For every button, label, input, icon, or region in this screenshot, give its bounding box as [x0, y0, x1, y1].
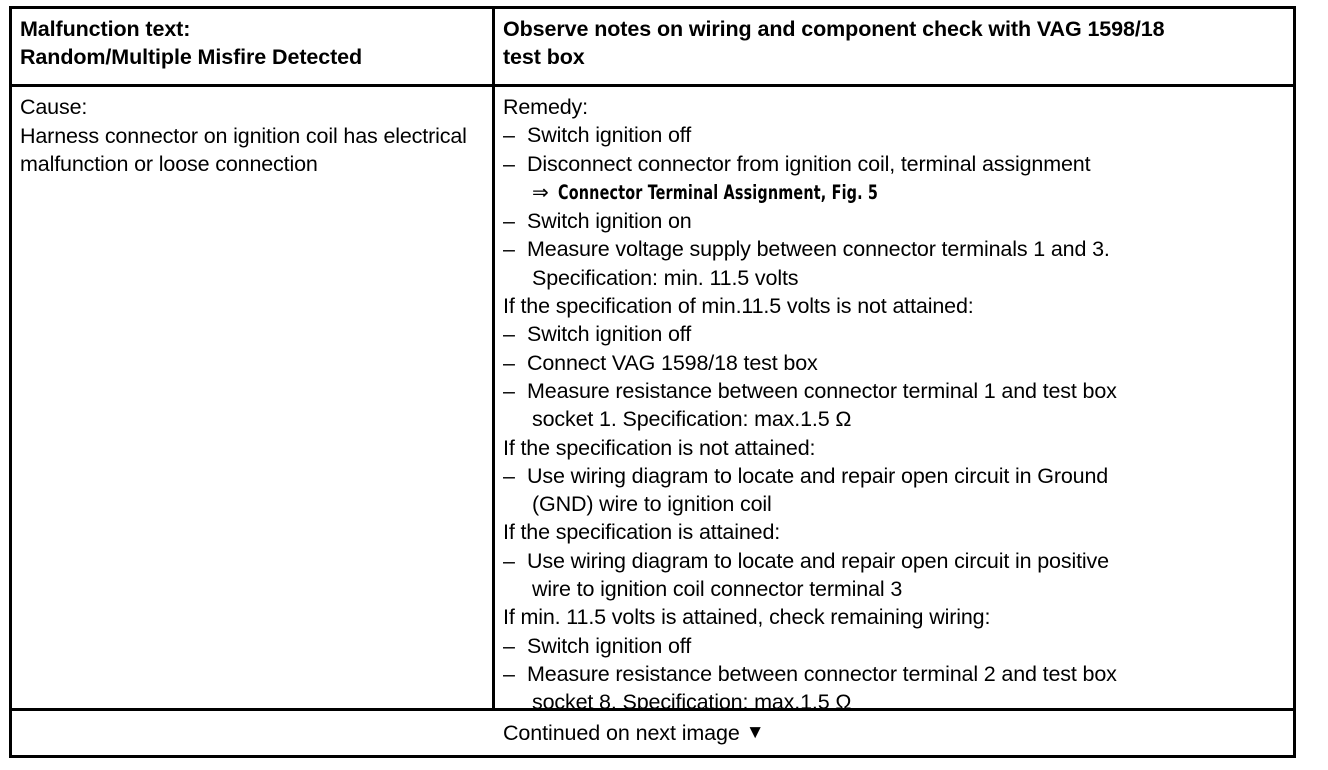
body-cell-remedy: Remedy: Switch ignition offDisconnect co…	[495, 87, 1293, 708]
remedy-line: Measure voltage supply between connector…	[503, 235, 1287, 264]
cause-description: Harness connector on ignition coil has e…	[20, 123, 467, 177]
remedy-line: (GND) wire to ignition coil	[532, 492, 772, 517]
remedy-label: Remedy:	[503, 95, 588, 119]
cause-label: Cause:	[20, 95, 88, 119]
continued-label: Continued on next image	[503, 720, 740, 745]
remedy-line: Specification: min. 11.5 volts	[532, 265, 799, 290]
continued-notice: Continued on next image ▼	[495, 711, 1293, 755]
remedy-line: wire to ignition coil connector terminal…	[532, 577, 903, 602]
down-triangle-icon: ▼	[745, 721, 765, 743]
table-body-row: Cause: Harness connector on ignition coi…	[12, 87, 1293, 711]
table-header-row: Malfunction text: Random/Multiple Misfir…	[12, 9, 1293, 87]
cross-reference-link[interactable]: Connector Terminal Assignment, Fig. 5	[557, 180, 878, 204]
header-cell-malfunction: Malfunction text: Random/Multiple Misfir…	[12, 9, 495, 84]
remedy-line: ⇒ Connector Terminal Assignment, Fig. 5	[503, 178, 1287, 207]
table-footer-row: Continued on next image ▼	[12, 711, 1293, 755]
cross-reference-arrow-icon: ⇒	[532, 181, 549, 204]
body-cell-cause: Cause: Harness connector on ignition coi…	[12, 87, 495, 708]
remedy-line: Disconnect connector from ignition coil,…	[503, 150, 1287, 179]
footer-cell-continued: Continued on next image ▼	[495, 711, 1293, 755]
remedy-line: socket 1. Specification: max.1.5 Ω	[532, 407, 852, 432]
remedy-line: Connect VAG 1598/18 test box	[503, 349, 1287, 378]
remedy-line: Switch ignition off	[503, 121, 1287, 150]
remedy-line: Use wiring diagram to locate and repair …	[503, 462, 1287, 491]
remedy-line: socket 8. Specification: max.1.5 Ω	[532, 690, 852, 708]
remedy-line: Measure resistance between connector ter…	[503, 660, 1287, 689]
remedy-line: If min. 11.5 volts is attained, check re…	[503, 605, 991, 630]
footer-cell-left-blank	[12, 711, 495, 755]
notes-line-2: test box	[503, 45, 585, 69]
remedy-line: Measure resistance between connector ter…	[503, 377, 1287, 406]
remedy-line: Switch ignition off	[503, 320, 1287, 349]
malfunction-text: Random/Multiple Misfire Detected	[20, 45, 363, 69]
notes-line-1: Observe notes on wiring and component ch…	[503, 17, 1165, 41]
remedy-line: If the specification is attained:	[503, 520, 781, 545]
header-cell-notes: Observe notes on wiring and component ch…	[495, 9, 1293, 84]
fault-diagnosis-table: Malfunction text: Random/Multiple Misfir…	[9, 6, 1296, 758]
remedy-line: If the specification of min.11.5 volts i…	[503, 294, 974, 319]
remedy-line: If the specification is not attained:	[503, 435, 816, 460]
remedy-line: Switch ignition on	[503, 207, 1287, 236]
remedy-line: Switch ignition off	[503, 632, 1287, 661]
remedy-step-list: Switch ignition offDisconnect connector …	[503, 121, 1287, 708]
malfunction-label: Malfunction text:	[20, 17, 191, 41]
remedy-line: Use wiring diagram to locate and repair …	[503, 547, 1287, 576]
